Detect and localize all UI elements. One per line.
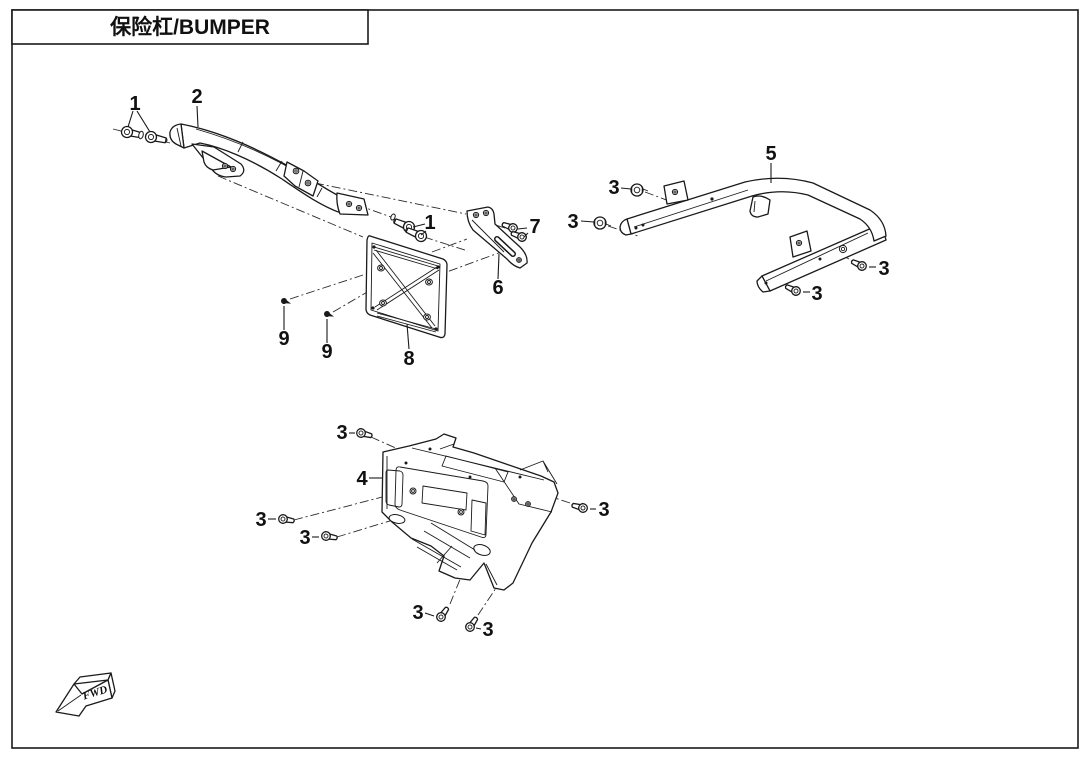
part-4-mount-bracket — [381, 433, 559, 591]
leader-lines — [127, 105, 876, 630]
callout-3-nut-a: 3 — [608, 177, 619, 199]
fasteners — [119, 124, 869, 634]
callout-9-screw-a: 9 — [278, 328, 289, 350]
part-2-front-bumper-tube — [169, 123, 369, 216]
part-8-plate-bracket — [365, 235, 448, 339]
callout-1-bolt: 1 — [129, 93, 140, 115]
callout-6-bracket: 6 — [492, 277, 503, 299]
callout-3-bolt-g: 3 — [299, 527, 310, 549]
callout-3-bolt-c: 3 — [878, 258, 889, 280]
callout-3-nut-b: 3 — [567, 211, 578, 233]
page-title: 保险杠/BUMPER — [109, 15, 270, 39]
fwd-arrow: FWD — [55, 672, 116, 717]
callout-3-bolt-i: 3 — [412, 602, 423, 624]
nut-3a — [630, 183, 644, 197]
callouts: 1 2 1 7 6 9 9 8 5 3 3 3 3 4 3 3 3 3 3 3 — [129, 86, 889, 641]
callout-3-bolt-d: 3 — [811, 283, 822, 305]
callout-8-plate: 8 — [403, 348, 414, 370]
callout-4-mount-bracket: 4 — [356, 468, 368, 490]
callout-3-bolt-h: 3 — [598, 499, 609, 521]
callout-9-screw-b: 9 — [321, 341, 332, 363]
callout-5-rear-tube: 5 — [765, 143, 776, 165]
callout-3-bolt-j: 3 — [482, 619, 493, 641]
callout-1-bolt-right: 1 — [424, 212, 435, 234]
nut-3b — [593, 216, 607, 230]
part-5-rear-bumper-tube — [619, 177, 887, 293]
callout-3-bolt-e: 3 — [336, 422, 347, 444]
callout-7-bolt: 7 — [529, 216, 540, 238]
callout-3-bolt-f: 3 — [255, 509, 266, 531]
page-border — [11, 9, 1079, 749]
part-6-corner-bracket — [466, 206, 528, 269]
title-block: 保险杠/BUMPER — [11, 9, 369, 45]
callout-2-front-bumper: 2 — [191, 86, 202, 108]
